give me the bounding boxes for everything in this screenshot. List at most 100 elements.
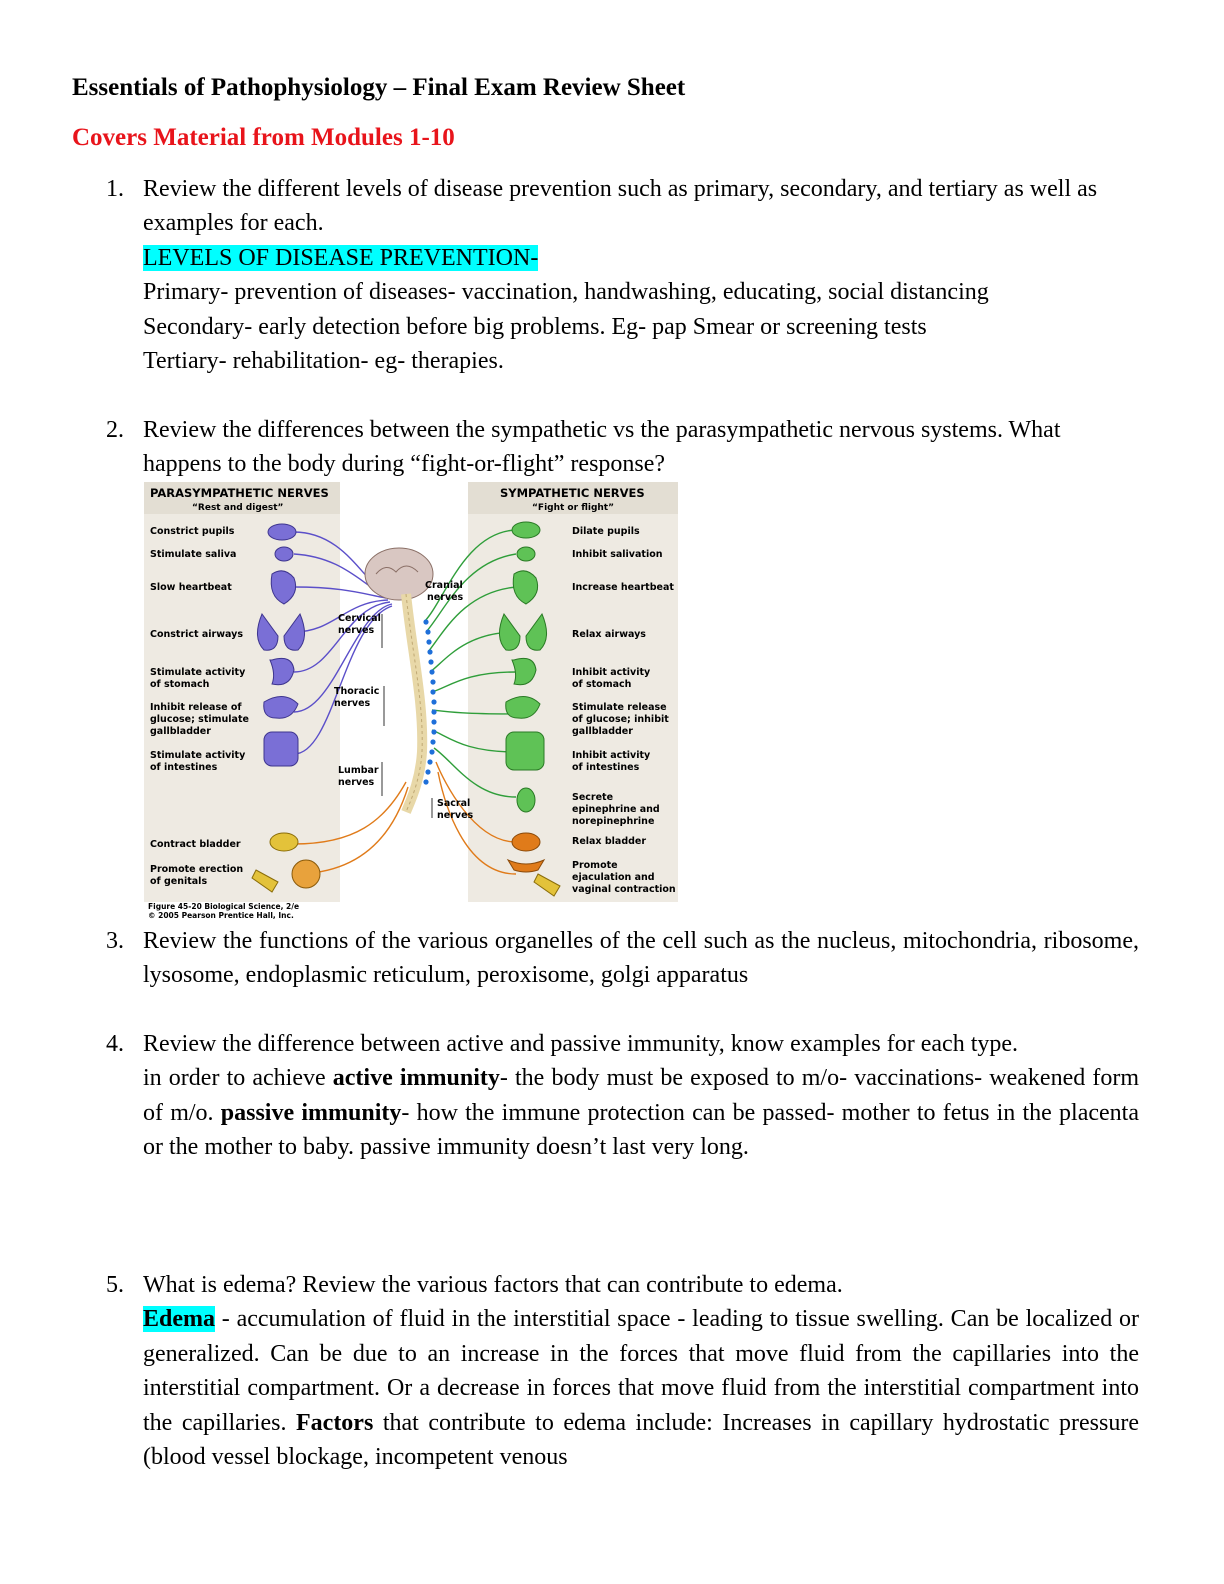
svg-text:Relax airways: Relax airways xyxy=(572,629,646,640)
svg-text:Constrict airways: Constrict airways xyxy=(150,629,243,640)
svg-text:Slow heartbeat: Slow heartbeat xyxy=(150,582,232,593)
para-label-pupils: Constrict pupils xyxy=(150,526,235,537)
para-label-saliva: Stimulate saliva xyxy=(150,549,236,560)
symp-label-glucose: Stimulate release xyxy=(572,702,667,713)
para-label-heartbeat: Slow heartbeat xyxy=(150,582,232,593)
symp-label-pupils: Dilate pupils xyxy=(572,526,640,537)
symp-label-intestines: Inhibit activity xyxy=(572,750,651,761)
symp-subtitle: “Fight or flight” xyxy=(532,503,614,513)
para-label-intestines: Stimulate activity xyxy=(150,750,246,761)
caption-line-2: © 2005 Pearson Prentice Hall, Inc. xyxy=(148,911,294,920)
cranial-nerves-label: Cranial xyxy=(425,580,463,591)
liver-icon xyxy=(263,696,299,719)
eye-icon xyxy=(511,521,541,539)
list-number: 2. xyxy=(106,417,124,443)
thoracic-nerves-label: Thoracic xyxy=(334,686,379,697)
lungs-icon xyxy=(257,612,305,651)
svg-text:Contract bladder: Contract bladder xyxy=(150,839,241,850)
caption-line-1: Figure 45-20 Biological Science, 2/e xyxy=(148,902,299,911)
question-5: 5. What is edema? Review the various fac… xyxy=(106,1268,1139,1474)
symp-label-ejaculation: Promote xyxy=(572,860,618,871)
stomach-icon xyxy=(269,657,295,686)
question-3: 3. Review the functions of the various o… xyxy=(106,924,1139,993)
figure-caption: Figure 45-20 Biological Science, 2/e © 2… xyxy=(148,902,299,920)
sacral-nerves-label: Sacral xyxy=(437,798,470,809)
list-number: 5. xyxy=(106,1272,124,1298)
lumbar-nerves-label: Lumbar xyxy=(338,765,379,776)
question-2: 2. Review the differences between the sy… xyxy=(106,413,1139,482)
answer-line-primary: Primary- prevention of diseases- vaccina… xyxy=(143,279,989,306)
bold-term-factors: Factors xyxy=(296,1409,374,1436)
para-label-airways: Constrict airways xyxy=(150,629,243,640)
heart-icon xyxy=(270,570,297,605)
answer-line-tertiary: Tertiary- rehabilitation- eg- therapies. xyxy=(143,348,504,375)
sympathetic-organs xyxy=(499,521,561,897)
svg-text:Stimulate saliva: Stimulate saliva xyxy=(150,549,236,560)
sympathetic-ganglia xyxy=(423,619,437,785)
sympathetic-panel xyxy=(468,482,678,902)
question-3-prompt: Review the functions of the various orga… xyxy=(143,928,1139,989)
cervical-nerves-label: Cervical xyxy=(338,613,381,624)
intestines-icon xyxy=(263,731,299,767)
document-subtitle: Covers Material from Modules 1-10 xyxy=(72,124,455,151)
para-title: PARASYMPATHETIC NERVES xyxy=(150,486,329,500)
question-4: 4. Review the difference between active … xyxy=(106,1027,1139,1165)
question-5-answer: Edema - accumulation of fluid in the int… xyxy=(143,1306,1139,1471)
symp-label-bladder: Relax bladder xyxy=(572,836,646,847)
question-4-prompt: Review the difference between active and… xyxy=(143,1031,1019,1057)
salivary-gland-icon xyxy=(516,546,536,562)
parasympathetic-organs xyxy=(251,523,321,893)
para-subtitle: “Rest and digest” xyxy=(192,503,283,513)
list-number: 1. xyxy=(106,176,124,202)
bladder-icon xyxy=(511,832,541,852)
list-number: 3. xyxy=(106,928,124,954)
question-2-prompt: Review the differences between the sympa… xyxy=(143,417,1061,478)
symp-label-salivation: Inhibit salivation xyxy=(572,549,663,560)
document-title: Essentials of Pathophysiology – Final Ex… xyxy=(72,74,686,101)
liver-icon xyxy=(505,696,541,719)
list-number: 4. xyxy=(106,1031,124,1057)
symp-label-epinephrine: Secrete xyxy=(572,792,613,803)
salivary-gland-icon xyxy=(274,546,294,562)
bladder-icon xyxy=(269,832,299,852)
sympathetic-fibers xyxy=(423,529,517,875)
svg-text:Dilate pupils: Dilate pupils xyxy=(572,526,640,537)
intestines-icon xyxy=(505,731,545,771)
genitals-icon xyxy=(533,873,561,897)
svg-text:Inhibit salivation: Inhibit salivation xyxy=(572,549,663,560)
highlighted-term-edema: Edema xyxy=(143,1306,215,1333)
symp-label-stomach: Inhibit activity xyxy=(572,667,651,678)
svg-text:Increase heartbeat: Increase heartbeat xyxy=(572,582,674,593)
genitals-icon xyxy=(251,869,279,893)
para-label-stomach: Stimulate activity xyxy=(150,667,246,678)
para-label-glucose: Inhibit release of xyxy=(150,702,242,713)
para-labels: Constrict pupils Stimulate saliva Slow h… xyxy=(150,526,249,887)
symp-title: SYMPATHETIC NERVES xyxy=(500,486,645,500)
nervous-system-figure: PARASYMPATHETIC NERVES “Rest and digest”… xyxy=(144,482,680,922)
answer-line-secondary: Secondary- early detection before big pr… xyxy=(143,313,927,340)
para-label-genitals: Promote erection xyxy=(150,864,243,875)
nerve-brackets xyxy=(381,614,433,818)
highlighted-heading: LEVELS OF DISEASE PREVENTION- xyxy=(143,244,539,271)
bold-term-passive-immunity: passive immunity xyxy=(220,1099,402,1126)
stomach-icon xyxy=(511,657,537,686)
lungs-icon xyxy=(499,612,547,651)
question-1: 1. Review the different levels of diseas… xyxy=(106,172,1139,378)
question-5-prompt: What is edema? Review the various factor… xyxy=(143,1272,843,1298)
question-1-prompt: Review the different levels of disease p… xyxy=(143,176,1098,237)
